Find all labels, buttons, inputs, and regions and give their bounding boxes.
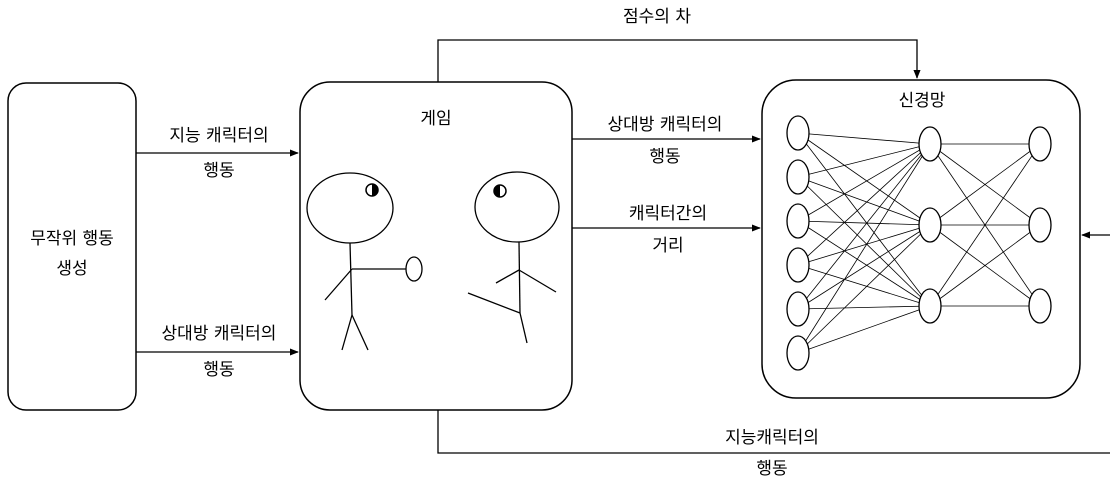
nn-connection [797,305,931,354]
intel-action-bottom-label-2: 행동 [756,459,787,479]
random-action-label-2: 생성 [56,259,87,279]
nn-connection [797,132,931,307]
neural-net-title: 신경망 [899,91,946,111]
distance-label-2: 거리 [652,236,683,256]
nn-connection [797,224,931,310]
nn-node-layer-1 [786,291,810,327]
neural-net-box [761,79,1081,399]
nn-node-layer-3 [1028,207,1052,243]
intel-action-bottom-label-1: 지능캐릭터의 [725,428,819,448]
stick-figure-intelligent [306,172,423,351]
nn-node-layer-1 [786,247,810,283]
neural-net-nodes [786,115,1052,371]
score-diff-label: 점수의 차 [623,7,691,27]
nn-connection [797,143,931,310]
opp-action-left-label-2: 행동 [203,360,234,380]
nn-node-layer-1 [786,159,810,195]
random-action-box [7,82,137,411]
feedback-line-bottom [437,410,1110,454]
nn-connection [797,176,931,307]
nn-node-layer-2 [918,126,942,162]
nn-connection [797,132,931,226]
nn-node-layer-1 [786,115,810,151]
nn-connection [797,220,931,307]
game-box [299,81,573,411]
opp-action-right-label-1: 상대방 캐릭터의 [608,115,723,135]
nn-connection [929,143,1041,307]
random-action-label-1: 무작위 행동 [30,229,114,249]
nn-node-layer-1 [786,335,810,371]
opp-action-right-label-2: 행동 [649,147,680,167]
nn-node-layer-2 [918,207,942,243]
nn-connection [797,224,931,354]
nn-connection [797,143,931,222]
nn-connection [929,143,1041,226]
nn-node-layer-3 [1028,288,1052,324]
nn-connection [797,143,931,354]
nn-connection [797,176,931,226]
nn-connection [929,224,1041,307]
nn-connection [797,305,931,310]
game-title: 게임 [420,109,451,129]
nn-connection [797,143,931,178]
intel-action-label-1: 지능 캐릭터의 [169,126,268,146]
stick-figure-opponent [467,171,560,344]
nn-connection [797,143,931,266]
opp-action-left-label-1: 상대방 캐릭터의 [162,324,277,344]
nn-connection [797,132,931,145]
nn-node-layer-2 [918,288,942,324]
nn-connection [797,224,931,266]
distance-label-1: 캐릭터간의 [629,204,707,224]
nn-connection [797,220,931,226]
arrow-score-difference [437,39,921,82]
nn-connection [797,264,931,307]
nn-node-layer-1 [786,203,810,239]
nn-node-layer-3 [1028,126,1052,162]
intel-action-label-2: 행동 [203,161,234,181]
neural-net-connections [797,132,1041,354]
